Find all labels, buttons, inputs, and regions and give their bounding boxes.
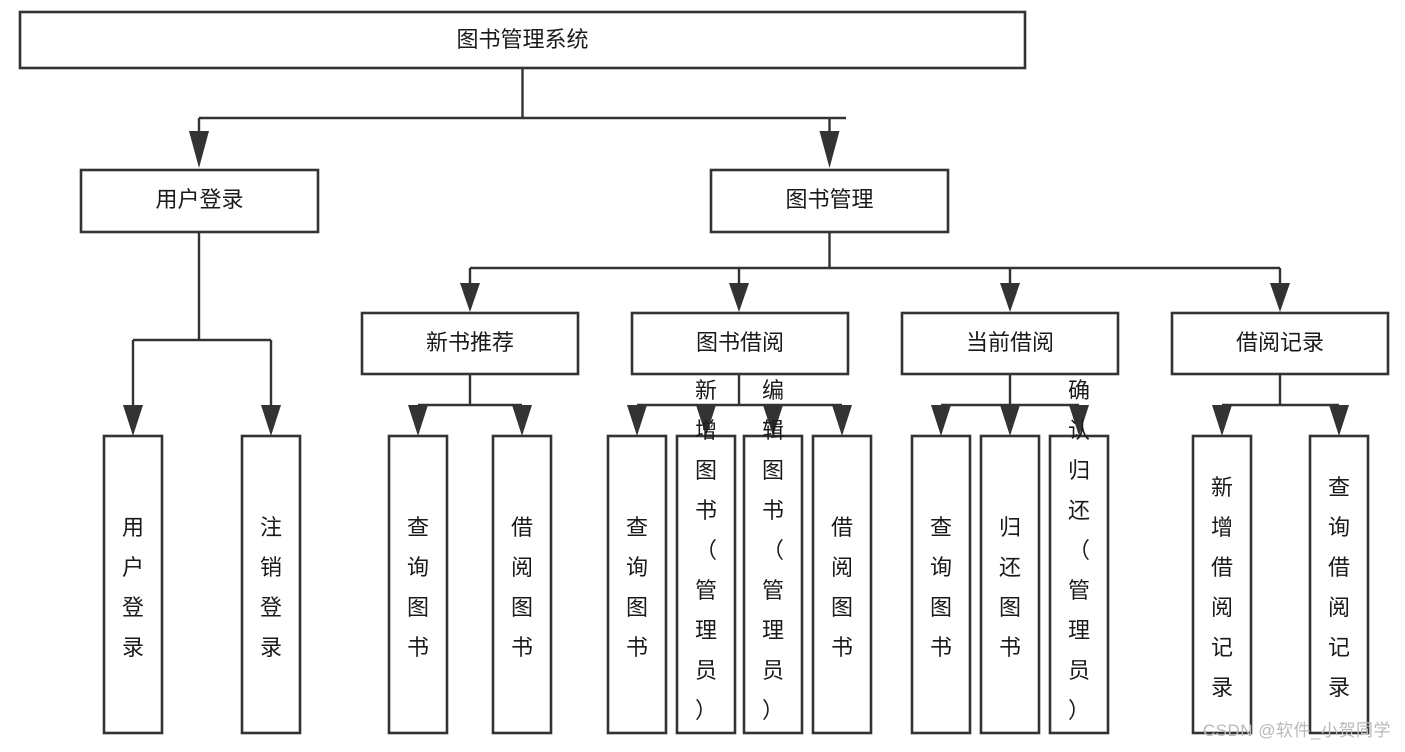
node-user-login-label: 用户登录 <box>155 187 243 212</box>
node-new-book-recommend[interactable]: 新书推荐 <box>360 311 580 376</box>
connector-userlogin-to-leaves <box>123 232 281 436</box>
connector-root-to-level2 <box>189 68 846 168</box>
leaf-query-book-1[interactable]: 查询图书 <box>387 434 449 735</box>
connector-borrowrecord-to-leaves <box>1212 374 1349 436</box>
leaf-query-book-1-label: 查询图书 <box>407 515 429 660</box>
leaf-borrow-book-1-label: 借阅图书 <box>511 515 533 660</box>
node-borrow-record-label: 借阅记录 <box>1236 330 1324 355</box>
connector-bookborrow-to-leaves <box>627 374 852 436</box>
leaf-user-login[interactable]: 用户登录 <box>102 434 164 735</box>
leaf-confirm-return[interactable]: 确认归还（管理员） <box>1048 378 1110 735</box>
leaf-edit-book[interactable]: 编辑图书（管理员） <box>742 378 804 735</box>
node-user-login[interactable]: 用户登录 <box>79 168 320 234</box>
connector-currentborrow-to-leaves <box>931 374 1089 436</box>
connector-newbook-to-leaves <box>408 374 532 436</box>
node-new-book-recommend-label: 新书推荐 <box>426 330 514 355</box>
node-root-label: 图书管理系统 <box>456 27 588 52</box>
node-borrow-record[interactable]: 借阅记录 <box>1170 311 1390 376</box>
leaf-edit-book-label: 编辑图书（管理员） <box>762 378 784 723</box>
leaf-logout-login[interactable]: 注销登录 <box>240 434 302 735</box>
node-current-borrow[interactable]: 当前借阅 <box>900 311 1120 376</box>
leaf-add-record[interactable]: 新增借阅记录 <box>1191 434 1253 735</box>
leaf-borrow-book-1[interactable]: 借阅图书 <box>491 434 553 735</box>
leaf-user-login-label: 用户登录 <box>122 515 144 660</box>
leaf-query-book-2-label: 查询图书 <box>626 515 648 660</box>
node-book-borrow[interactable]: 图书借阅 <box>630 311 850 376</box>
leaf-query-book-2[interactable]: 查询图书 <box>606 434 668 735</box>
leaf-confirm-return-label: 确认归还（管理员） <box>1068 378 1090 723</box>
leaf-add-book[interactable]: 新增图书（管理员） <box>675 378 737 735</box>
leaf-query-record-label: 查询借阅记录 <box>1328 475 1350 700</box>
leaf-return-book[interactable]: 归还图书 <box>979 434 1041 735</box>
csdn-watermark: CSDN @软件_小贺同学 <box>1202 721 1391 740</box>
leaf-query-record[interactable]: 查询借阅记录 <box>1308 434 1370 735</box>
node-book-management[interactable]: 图书管理 <box>709 168 950 234</box>
leaf-return-book-label: 归还图书 <box>999 515 1021 660</box>
node-current-borrow-label: 当前借阅 <box>966 330 1054 355</box>
leaf-add-record-label: 新增借阅记录 <box>1211 475 1233 700</box>
leaf-logout-login-label: 注销登录 <box>260 515 282 660</box>
connector-bookmgmt-to-level3 <box>460 232 1290 312</box>
node-book-management-label: 图书管理 <box>785 187 873 212</box>
leaf-query-book-3-label: 查询图书 <box>930 515 952 660</box>
node-book-borrow-label: 图书借阅 <box>696 330 784 355</box>
leaf-add-book-label: 新增图书（管理员） <box>695 378 717 723</box>
node-root[interactable]: 图书管理系统 <box>18 10 1027 70</box>
leaf-borrow-book-2[interactable]: 借阅图书 <box>811 434 873 735</box>
leaf-borrow-book-2-label: 借阅图书 <box>831 515 853 660</box>
leaf-query-book-3[interactable]: 查询图书 <box>910 434 972 735</box>
